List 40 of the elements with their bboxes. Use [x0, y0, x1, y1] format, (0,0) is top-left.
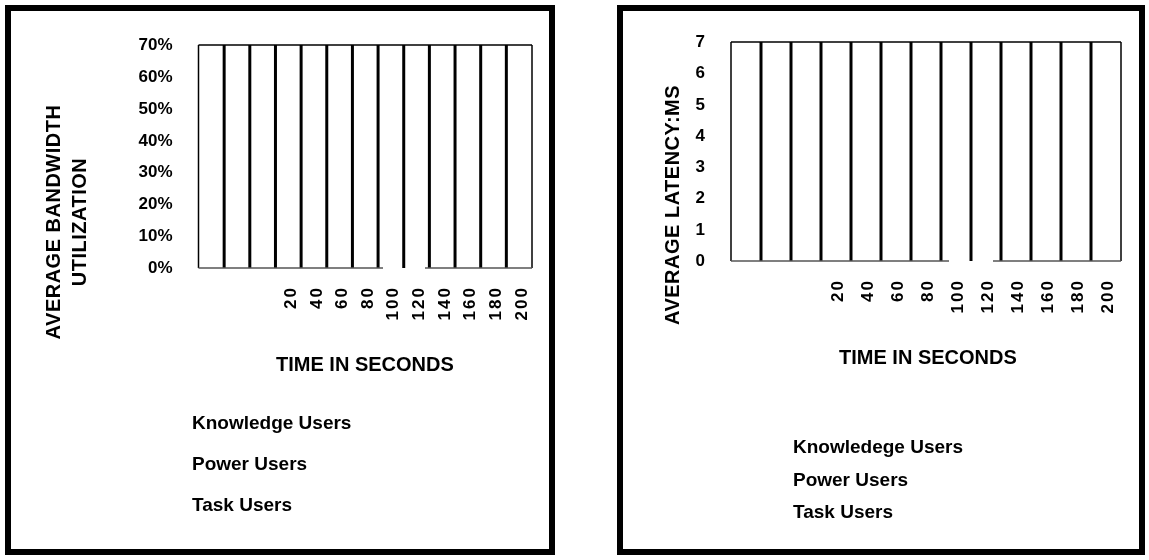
tick-label: 120: [979, 279, 998, 314]
axis-title: TIME IN SECONDS: [839, 346, 1017, 369]
tick-label: 140: [435, 286, 454, 321]
tick-label: 200: [1099, 279, 1118, 314]
tick-label: 60: [333, 286, 352, 309]
tick-label: 10%: [137, 227, 173, 246]
tick-label: 160: [1039, 279, 1058, 314]
legend-label: Knowledege Users: [793, 436, 963, 458]
tick-label: 40: [859, 279, 878, 302]
tick-label: 20: [829, 279, 848, 302]
axis-title: AVERAGE BANDWIDTH UTILIZATION: [41, 103, 91, 342]
tick-label: 180: [487, 286, 506, 321]
tick-label: 20%: [137, 195, 173, 214]
tick-label: 60: [889, 279, 908, 302]
tick-label: 6: [694, 64, 705, 83]
tick-label: 40%: [137, 131, 173, 150]
tick-label: 7: [694, 33, 705, 51]
tick-label: 180: [1069, 279, 1088, 314]
tick-label: 20: [281, 286, 300, 309]
axis-title: AVERAGE LATENCY:MS: [660, 83, 684, 328]
tick-label: 60%: [137, 67, 173, 86]
legend-label: Power Users: [793, 469, 909, 491]
axis-title: TIME IN SECONDS: [276, 353, 454, 376]
tick-label: 140: [1009, 279, 1028, 314]
tick-label: 30%: [137, 163, 173, 182]
legend-label: Task Users: [192, 494, 292, 516]
tick-label: 80: [919, 279, 938, 302]
tick-label: 70%: [137, 36, 173, 54]
tick-label: 160: [461, 286, 480, 321]
tick-label: 200: [512, 286, 531, 321]
tick-label: 80: [358, 286, 377, 309]
tick-label: 50%: [137, 99, 173, 118]
tick-label: 40: [307, 286, 326, 309]
tick-label: 100: [949, 279, 968, 314]
legend-label: Power Users: [192, 453, 308, 475]
legend-label: Knowledge Users: [192, 412, 352, 434]
tick-label: 0%: [146, 259, 173, 277]
tick-label: 120: [410, 286, 429, 321]
tick-label: 100: [384, 286, 403, 321]
legend-label: Task Users: [793, 501, 893, 523]
